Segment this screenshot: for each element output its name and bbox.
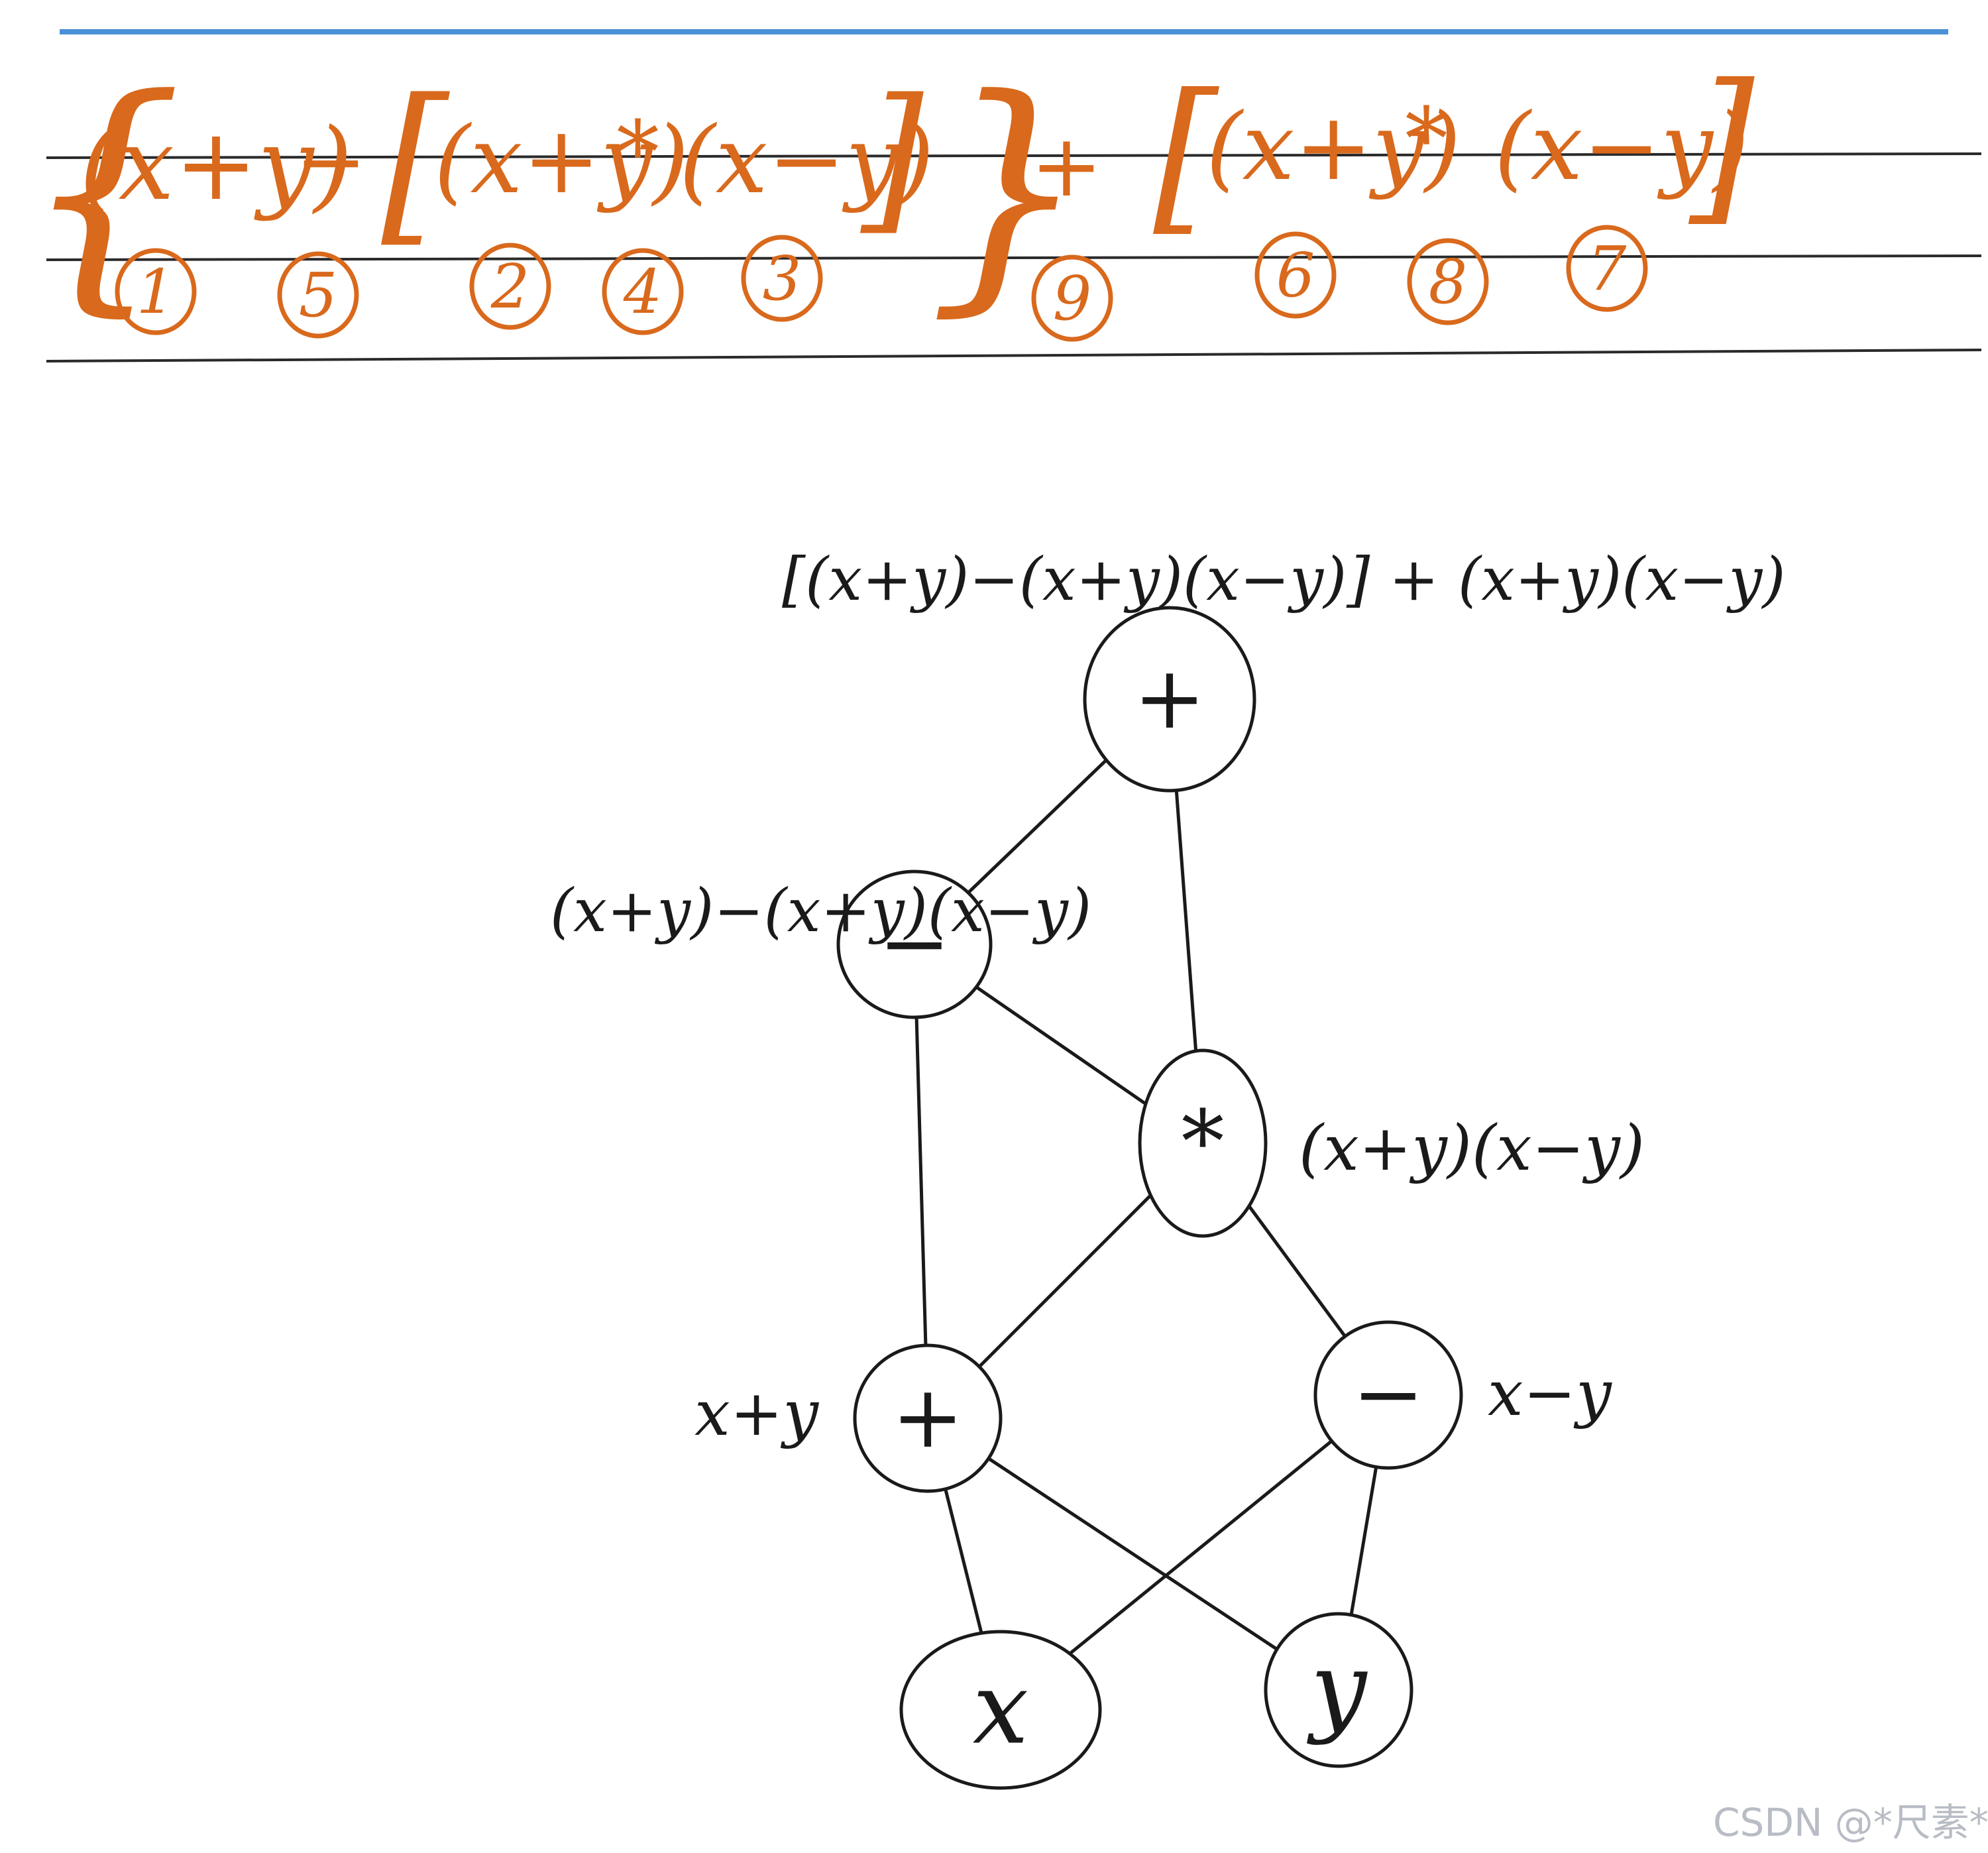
order-mark-circle	[1407, 238, 1489, 325]
order-mark-circle	[1566, 225, 1648, 312]
graph-node-symbol: −	[879, 893, 951, 993]
edge-n-plus-bottom-to-n-y	[983, 1455, 1283, 1654]
graph-node-outline	[853, 1343, 1003, 1493]
graph-node-outline	[1138, 1048, 1268, 1238]
graph-node-symbol: +	[892, 1367, 964, 1467]
graph-node-annotation: (x+y)(x−y)	[1299, 1112, 1645, 1185]
expression-part-2: (x+y)	[434, 107, 689, 215]
expression-part-4: (x+y)	[1206, 93, 1461, 201]
graph-node-annotation: [(x+y)−(x+y)(x−y)] + (x+y)(x−y)	[782, 545, 1785, 614]
order-mark-5: 5	[277, 251, 359, 339]
expression-close-brace: }	[928, 44, 1088, 338]
graph-node-symbol: *	[1182, 1092, 1225, 1192]
expression-open-bracket-2: [	[1153, 58, 1219, 251]
paper-rule-1	[46, 152, 1982, 159]
expression-row: { (x+y) − [ (x+y) * (x−y) ] } + [ (x+y) …	[23, 44, 1755, 338]
order-marks: 1 5 2 4 3 9 6 8 7	[115, 225, 1648, 342]
expression-minus: −	[295, 111, 367, 211]
graph-node-annotation: x+y	[694, 1377, 819, 1450]
order-mark-number: 4	[623, 256, 663, 327]
edge-n-minus-left-to-n-plus-bottom	[914, 1011, 928, 1351]
graph-node-annotation: x−y	[1488, 1357, 1612, 1430]
graph-nodes: + − * + − x y	[836, 606, 1463, 1790]
expression-part-3: (x−y)	[679, 107, 934, 215]
expression-times-2: *	[1405, 89, 1448, 190]
expression-open-brace: {	[23, 44, 184, 338]
edge-n-minus-right-to-n-x	[1056, 1437, 1337, 1665]
graph-node-symbol: y	[1307, 1632, 1368, 1747]
graph-node-outline	[836, 870, 993, 1019]
expression-part-1: (x+y)	[80, 107, 353, 223]
order-mark-number: 3	[763, 243, 802, 314]
graph-node-outline	[1083, 606, 1256, 793]
graph-node-plus-top: +	[1083, 606, 1256, 793]
expression-part-5: (x−y)	[1494, 93, 1749, 201]
paper-rule-3	[46, 349, 1982, 363]
order-mark-number: 6	[1276, 240, 1315, 311]
edge-n-minus-left-to-n-times	[969, 982, 1156, 1111]
order-mark-circle	[277, 251, 359, 339]
graph-node-x: x	[899, 1630, 1102, 1790]
graph-node-annotation: (x+y)−(x+y)(x−y)	[550, 876, 1091, 946]
order-mark-1: 1	[115, 248, 197, 335]
graph-node-outline	[899, 1630, 1102, 1790]
order-mark-circle	[602, 248, 684, 335]
order-mark-2: 2	[469, 243, 551, 330]
order-mark-8: 8	[1407, 238, 1489, 325]
expression-close-bracket-1: ]	[859, 64, 924, 250]
order-mark-circle	[1031, 254, 1113, 342]
expression-close-bracket-2: ]	[1688, 48, 1755, 241]
order-mark-number: 7	[1588, 233, 1627, 304]
graph-node-symbol: +	[1134, 647, 1206, 748]
order-mark-number: 1	[137, 256, 176, 327]
edge-n-times-to-n-minus-right	[1237, 1190, 1349, 1341]
order-mark-7: 7	[1566, 225, 1648, 312]
order-mark-circle	[741, 235, 823, 322]
order-mark-number: 5	[299, 260, 338, 331]
graph-node-outline	[1264, 1612, 1413, 1768]
order-mark-9: 9	[1031, 254, 1113, 342]
graph-annotations: [(x+y)−(x+y)(x−y)] + (x+y)(x−y) (x+y)−(x+…	[550, 545, 1785, 1450]
graph-node-minus-right: −	[1313, 1320, 1463, 1470]
graph-node-times: *	[1138, 1048, 1268, 1238]
order-mark-number: 8	[1429, 247, 1468, 317]
watermark: CSDN @*尺素*	[1713, 1800, 1988, 1845]
order-mark-circle	[469, 243, 551, 330]
order-mark-number: 2	[490, 251, 530, 322]
order-mark-number: 9	[1053, 263, 1092, 334]
order-mark-6: 6	[1254, 231, 1337, 319]
expression-open-bracket-1: [	[381, 63, 451, 263]
edge-n-plus-top-to-n-times	[1174, 777, 1200, 1086]
edge-n-plus-top-to-n-minus-left	[962, 753, 1113, 899]
order-mark-3: 3	[741, 235, 823, 322]
edge-n-plus-bottom-to-n-x	[942, 1483, 985, 1640]
order-mark-circle	[1254, 231, 1337, 319]
graph-node-y: y	[1264, 1612, 1413, 1768]
expression-plus: +	[1030, 115, 1103, 216]
order-mark-4: 4	[602, 248, 684, 335]
graph-node-symbol: x	[973, 1652, 1029, 1767]
graph-edges	[914, 753, 1379, 1665]
edge-n-times-to-n-plus-bottom	[975, 1184, 1162, 1371]
graph-node-symbol: −	[1353, 1343, 1425, 1444]
paper-rules	[46, 29, 1982, 363]
graph-node-minus-left: −	[836, 870, 993, 1019]
edge-n-minus-right-to-n-y	[1348, 1461, 1379, 1624]
paper-rule-2	[46, 254, 1982, 261]
graph-node-plus-bottom: +	[853, 1343, 1003, 1493]
order-mark-circle	[115, 248, 197, 335]
graph-node-outline	[1313, 1320, 1463, 1470]
expression-times-1: *	[616, 102, 659, 203]
